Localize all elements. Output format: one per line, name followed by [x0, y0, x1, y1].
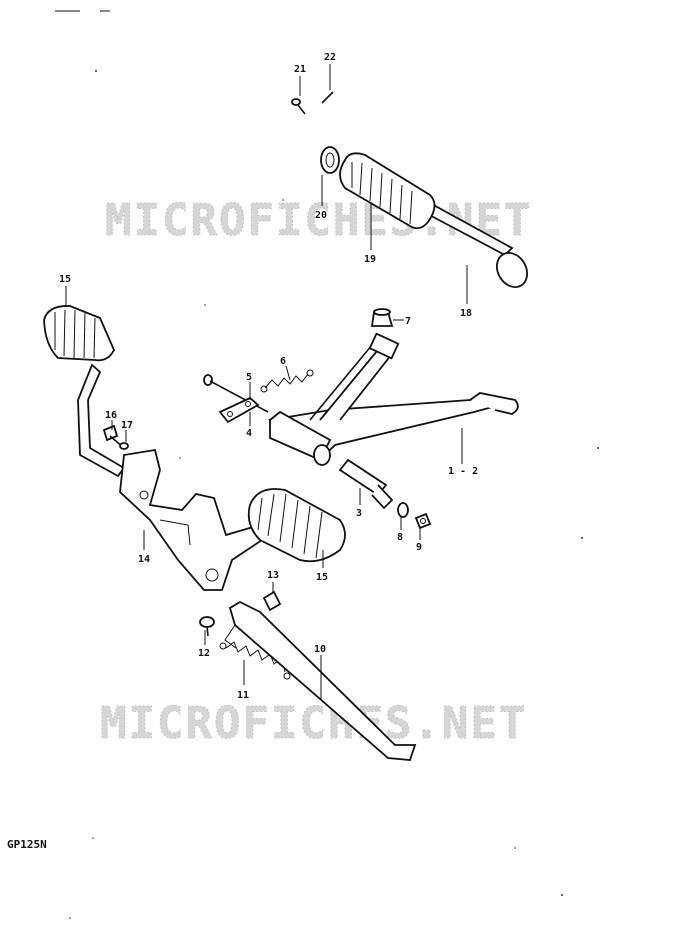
- center-stand-1-2-drawing: [267, 332, 519, 466]
- shaft-3-drawing: [338, 458, 394, 510]
- rubber-15a-drawing: [43, 305, 115, 362]
- label-20: 20: [315, 210, 327, 221]
- side-stand-10-drawing: [224, 600, 417, 761]
- label-13: 13: [267, 570, 279, 581]
- label-21: 21: [294, 64, 306, 75]
- label-6: 6: [280, 356, 286, 367]
- label-4: 4: [246, 428, 252, 439]
- specks: [69, 70, 599, 919]
- label-10: 10: [314, 644, 326, 655]
- label-15-top: 15: [59, 274, 71, 285]
- label-18: 18: [460, 308, 472, 319]
- label-8: 8: [397, 532, 403, 543]
- label-12: 12: [198, 648, 210, 659]
- label-14: 14: [138, 554, 150, 565]
- part-labels: 21 22 20 19 18 7 6 5 4 1 - 2 3 8 9 15 16…: [59, 52, 478, 701]
- label-22: 22: [324, 52, 336, 63]
- rubber-15b-drawing: [247, 488, 346, 563]
- label-5: 5: [246, 372, 252, 383]
- pin-21-drawing: [291, 98, 306, 115]
- bracket-14-drawing: [77, 363, 263, 591]
- label-19: 19: [364, 254, 376, 265]
- nut-13-drawing: [262, 590, 282, 612]
- washer-20-drawing: [320, 146, 340, 174]
- label-16: 16: [105, 410, 117, 421]
- washer-17-drawing: [119, 442, 129, 450]
- label-7: 7: [405, 316, 411, 327]
- stopper-7-drawing: [370, 308, 394, 327]
- bolt-12-drawing: [199, 616, 215, 637]
- leader-lines: [65, 64, 468, 700]
- label-1-2: 1 - 2: [448, 466, 478, 477]
- label-9: 9: [416, 542, 422, 553]
- washer-8-drawing: [397, 502, 409, 518]
- shaft-18-drawing: [418, 200, 528, 288]
- label-11: 11: [237, 690, 249, 701]
- label-3: 3: [356, 508, 362, 519]
- model-code: GP125N: [7, 838, 47, 851]
- nut-9-drawing: [414, 512, 432, 530]
- cotter-pin-22-drawing: [321, 91, 334, 104]
- watermark-bottom: MICROFICHES.NET: [100, 698, 527, 749]
- label-15-right: 15: [316, 572, 328, 583]
- bolt-plate-4-5-drawing: [203, 374, 269, 424]
- rubber-19-drawing: [339, 152, 436, 230]
- spring-6-drawing: [260, 369, 314, 393]
- label-17: 17: [121, 420, 133, 431]
